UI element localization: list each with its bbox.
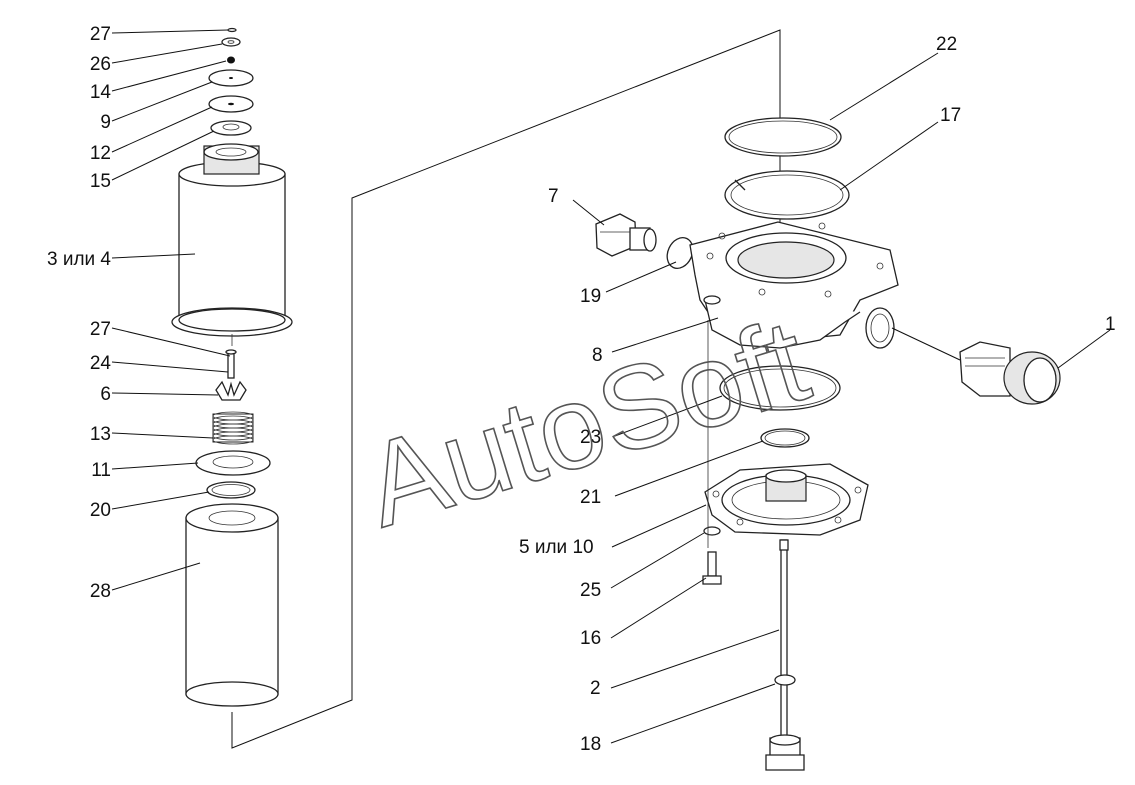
callout-3-4: 3 или 4 (47, 249, 111, 270)
part-22-ring (724, 117, 842, 157)
part-3-4-filter (171, 143, 293, 346)
part-8-housing (689, 221, 899, 349)
right-parts-assembly (595, 117, 1061, 771)
callout-1: 1 (1105, 314, 1116, 335)
callout-7: 7 (548, 186, 559, 207)
part-18-o-ring (774, 674, 796, 686)
part-13-spring (212, 411, 254, 445)
callout-27-mid: 27 (90, 319, 111, 340)
callout-6: 6 (100, 384, 111, 405)
part-21-ring (760, 428, 810, 448)
part-6-clip (215, 380, 247, 401)
part-11-washer (195, 450, 271, 476)
part-27-top (227, 27, 237, 33)
callout-5-10: 5 или 10 (519, 537, 594, 558)
callout-17: 17 (940, 105, 961, 126)
callout-23: 23 (580, 427, 601, 448)
part-26-washer (221, 37, 241, 47)
callout-18: 18 (580, 734, 601, 755)
callout-13: 13 (90, 424, 111, 445)
assembly-frame-line (231, 29, 781, 749)
callout-21: 21 (580, 487, 601, 508)
callout-28: 28 (90, 581, 111, 602)
callout-labels: 27 26 14 9 12 15 3 или 4 27 24 6 13 11 2… (47, 24, 1116, 755)
callout-24: 24 (90, 353, 112, 374)
part-7-fitting (595, 213, 657, 257)
callout-27-top: 27 (90, 24, 111, 45)
leader-lines (111, 29, 1111, 744)
part-2-plug-base (765, 734, 805, 771)
callout-26: 26 (90, 54, 111, 75)
callout-11: 11 (91, 460, 111, 481)
part-25-washer (703, 526, 721, 536)
part-24-pin (225, 349, 237, 379)
part-20-ring (206, 481, 256, 499)
callout-14: 14 (90, 82, 112, 103)
callout-25: 25 (580, 580, 601, 601)
part-17-snap-ring (724, 170, 850, 220)
part-23-ring (719, 365, 841, 411)
part-2-rod (779, 539, 789, 741)
part-16-bolt (702, 551, 722, 585)
callout-16: 16 (580, 628, 601, 649)
part-14-ball (227, 56, 235, 64)
callout-20: 20 (90, 500, 111, 521)
callout-9: 9 (100, 112, 111, 133)
part-28-filter (185, 503, 279, 707)
part-1-plug (959, 341, 1061, 405)
callout-8: 8 (592, 345, 603, 366)
callout-19: 19 (580, 286, 601, 307)
part-5-10-cover (704, 463, 869, 536)
callout-15: 15 (90, 171, 111, 192)
callout-2: 2 (590, 678, 601, 699)
callout-12: 12 (90, 143, 111, 164)
part-19-o-ring (666, 236, 694, 270)
left-parts-stack (171, 27, 293, 707)
part-15-disc (210, 120, 252, 136)
callout-22: 22 (936, 34, 957, 55)
